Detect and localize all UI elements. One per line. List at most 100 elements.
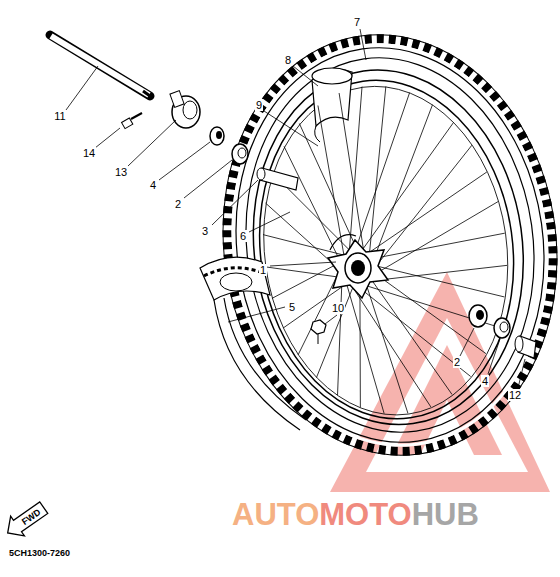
leader-lines <box>460 328 474 356</box>
bearing <box>494 318 510 338</box>
tube <box>312 68 352 142</box>
valve-nut <box>318 334 319 344</box>
fwd-arrow <box>1 498 51 543</box>
watermark-text: AUTO <box>232 498 319 532</box>
leader-lines <box>184 160 232 198</box>
leader-lines <box>66 66 98 110</box>
tire-section <box>220 273 252 291</box>
axle <box>51 36 149 95</box>
bearing <box>494 318 510 338</box>
watermark-text: HUB <box>412 498 479 532</box>
watermark: AUTOMOTOHUB <box>232 498 479 532</box>
rim <box>243 70 529 430</box>
leader-lines <box>293 66 318 86</box>
tube <box>312 68 352 84</box>
tire <box>196 13 560 477</box>
hub <box>328 240 388 298</box>
hub <box>330 235 356 250</box>
leader-lines <box>270 262 336 266</box>
callout-number: 12 <box>508 389 522 401</box>
leader-lines <box>212 180 258 225</box>
tire-section <box>200 257 270 300</box>
oil-seal <box>238 148 246 158</box>
bolt <box>131 113 142 119</box>
leader-lines <box>66 29 525 388</box>
callout-number: 5 <box>288 301 296 313</box>
spoke <box>353 287 431 407</box>
hub <box>328 235 388 298</box>
rim <box>238 64 535 436</box>
tire <box>196 13 560 477</box>
leader-lines <box>128 120 176 166</box>
collar <box>515 336 523 352</box>
callout-number: 9 <box>255 99 263 111</box>
spoke <box>272 262 341 298</box>
spoke <box>366 286 497 327</box>
hub <box>345 253 371 283</box>
spoke <box>299 123 356 248</box>
oil-seal <box>476 310 484 320</box>
bolt <box>122 113 142 129</box>
leader-lines <box>264 111 318 146</box>
tire-section <box>200 257 270 300</box>
callout-number: 10 <box>331 302 345 314</box>
oil-seal <box>232 144 248 164</box>
watermark-logo <box>330 272 550 492</box>
leader-lines <box>159 142 210 180</box>
leader-lines <box>518 359 525 388</box>
spoke <box>372 265 507 280</box>
leader-lines <box>95 128 120 148</box>
spoke <box>376 145 472 266</box>
callout-number: 7 <box>353 16 361 28</box>
axle <box>143 91 150 96</box>
axle <box>50 35 150 96</box>
callout-number: 3 <box>201 225 209 237</box>
callout-number: 11 <box>53 110 66 122</box>
spoke <box>359 288 360 408</box>
leader-lines <box>325 315 337 324</box>
leader-lines <box>360 29 366 60</box>
spoke <box>367 286 408 414</box>
spoke <box>375 202 498 274</box>
rim-band <box>224 298 306 420</box>
spoke <box>318 105 344 255</box>
callout-number: 2 <box>453 356 461 368</box>
hub <box>351 260 365 276</box>
callout-number: 13 <box>114 166 128 178</box>
spoke <box>369 172 487 253</box>
spoke <box>349 87 362 251</box>
callout-number: 14 <box>82 147 96 159</box>
tire <box>211 28 560 463</box>
tire <box>208 24 560 466</box>
collar <box>515 336 536 358</box>
spokes <box>263 86 507 413</box>
rim-band <box>214 300 300 430</box>
axle <box>50 35 150 96</box>
bearing <box>210 127 224 145</box>
leader-lines <box>249 212 290 232</box>
spoke <box>346 283 384 413</box>
watermark-text: MOTO <box>319 498 411 532</box>
spoke <box>338 277 343 395</box>
valve-nut <box>311 320 326 334</box>
callout-number: 6 <box>239 230 247 242</box>
spoke <box>374 233 505 258</box>
leader-lines <box>228 307 285 322</box>
oil-seal <box>232 144 248 164</box>
rim <box>231 52 546 442</box>
fwd-arrow <box>1 498 51 543</box>
spoke <box>360 288 471 377</box>
watermark-logo <box>392 345 502 455</box>
tube <box>315 126 320 142</box>
spoke <box>374 105 433 259</box>
rim <box>231 52 546 442</box>
bearing <box>500 322 508 332</box>
rim-band <box>214 298 306 430</box>
bearing <box>216 131 222 139</box>
bolt <box>122 118 133 129</box>
valve-nut <box>311 320 326 344</box>
tire <box>201 17 560 472</box>
meter-gear-unit <box>170 91 184 108</box>
watermark-logo <box>330 272 550 492</box>
